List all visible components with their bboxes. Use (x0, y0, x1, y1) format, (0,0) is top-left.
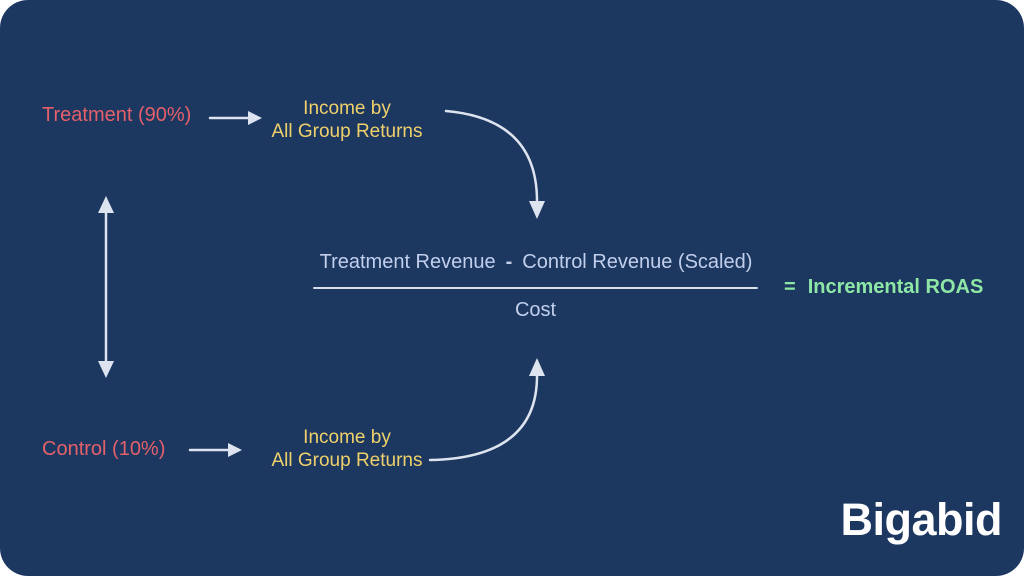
bigabid-logo: Bigabid (840, 494, 1003, 545)
formula-denominator: Cost (514, 299, 557, 321)
income-top-line2: All Group Returns (271, 121, 423, 142)
arrow-right-icon (188, 443, 242, 457)
formula-numerator: Treatment Revenue-Control Revenue (Scale… (300, 251, 772, 274)
numerator-left: Treatment Revenue (319, 251, 496, 273)
numerator-right: Control Revenue (Scaled) (522, 251, 753, 273)
equals-sign: = (784, 276, 796, 298)
result-label: = Incremental ROAS (784, 276, 983, 299)
curved-arrow-down-icon (444, 109, 545, 219)
minus-sign: - (505, 251, 513, 273)
income-top-label: Income by All Group Returns (262, 97, 432, 143)
income-top-line1: Income by (303, 98, 391, 119)
result-text: Incremental ROAS (807, 276, 984, 298)
fraction-line (313, 287, 758, 289)
curved-arrow-up-icon (428, 358, 545, 462)
income-bottom-line1: Income by (303, 427, 391, 448)
arrow-right-icon (208, 111, 262, 125)
income-bottom-line2: All Group Returns (271, 450, 423, 471)
control-label: Control (10%) (42, 438, 166, 460)
income-bottom-label: Income by All Group Returns (262, 426, 432, 472)
double-arrow-vertical-icon (98, 196, 114, 378)
treatment-label: Treatment (90%) (42, 104, 192, 126)
